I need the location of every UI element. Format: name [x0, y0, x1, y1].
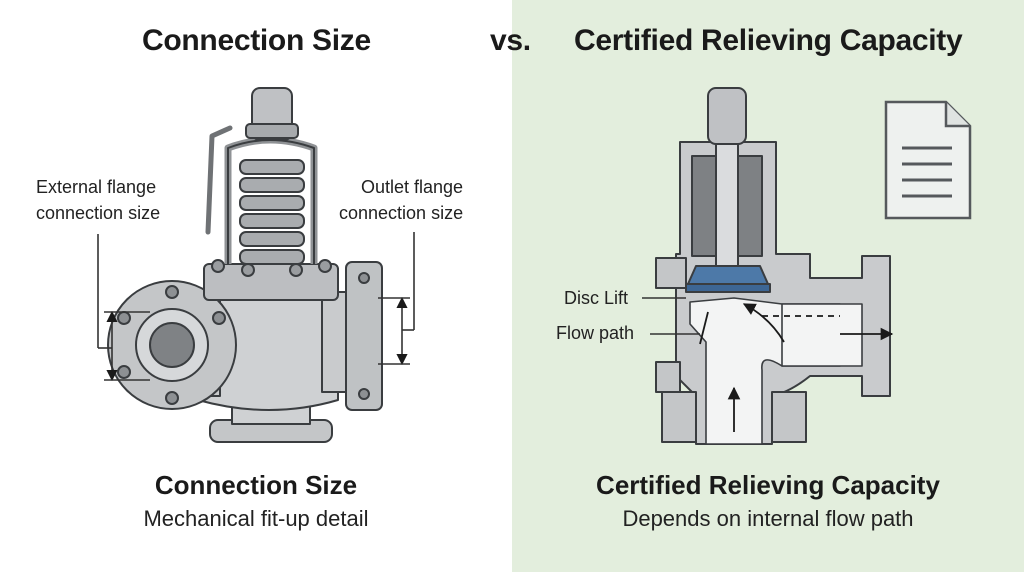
flow-arrows [699, 303, 894, 432]
left-caption-title: Connection Size [154, 470, 358, 500]
outlet-dimension [378, 232, 415, 366]
versus-label: vs. [490, 24, 531, 57]
inlet-bore [149, 322, 195, 368]
outlet-flange-callout-line2: connection size [339, 203, 464, 223]
external-flange-callout-line2: connection size [36, 203, 161, 223]
outlet-flange-callout: Outlet flange connection size [339, 174, 463, 226]
outlet-flange-callout-line1: Outlet flange [361, 177, 464, 197]
cutaway-valve [655, 87, 891, 445]
disc-lift-callout: Disc Lift [564, 288, 629, 308]
outlet-flange [345, 261, 383, 411]
cutaway-cap [707, 87, 747, 145]
valve-disc [687, 265, 769, 285]
lift-lever [205, 125, 233, 235]
right-title: Certified Relieving Capacity [574, 24, 963, 57]
left-title: Connection Size [142, 24, 371, 57]
spring [239, 159, 305, 265]
callout-leaders [642, 297, 700, 335]
left-caption-subtitle: Mechanical fit-up detail [143, 506, 369, 531]
external-flange-callout: External flange connection size [36, 174, 160, 226]
document-icon [884, 100, 972, 220]
right-caption-subtitle: Depends on internal flow path [622, 506, 914, 531]
exterior-valve [107, 87, 383, 443]
flow-path-callout: Flow path [556, 323, 635, 343]
external-flange-callout-line1: External flange [36, 177, 157, 197]
right-caption-title: Certified Relieving Capacity [596, 470, 940, 500]
inlet-dimension [97, 234, 150, 382]
